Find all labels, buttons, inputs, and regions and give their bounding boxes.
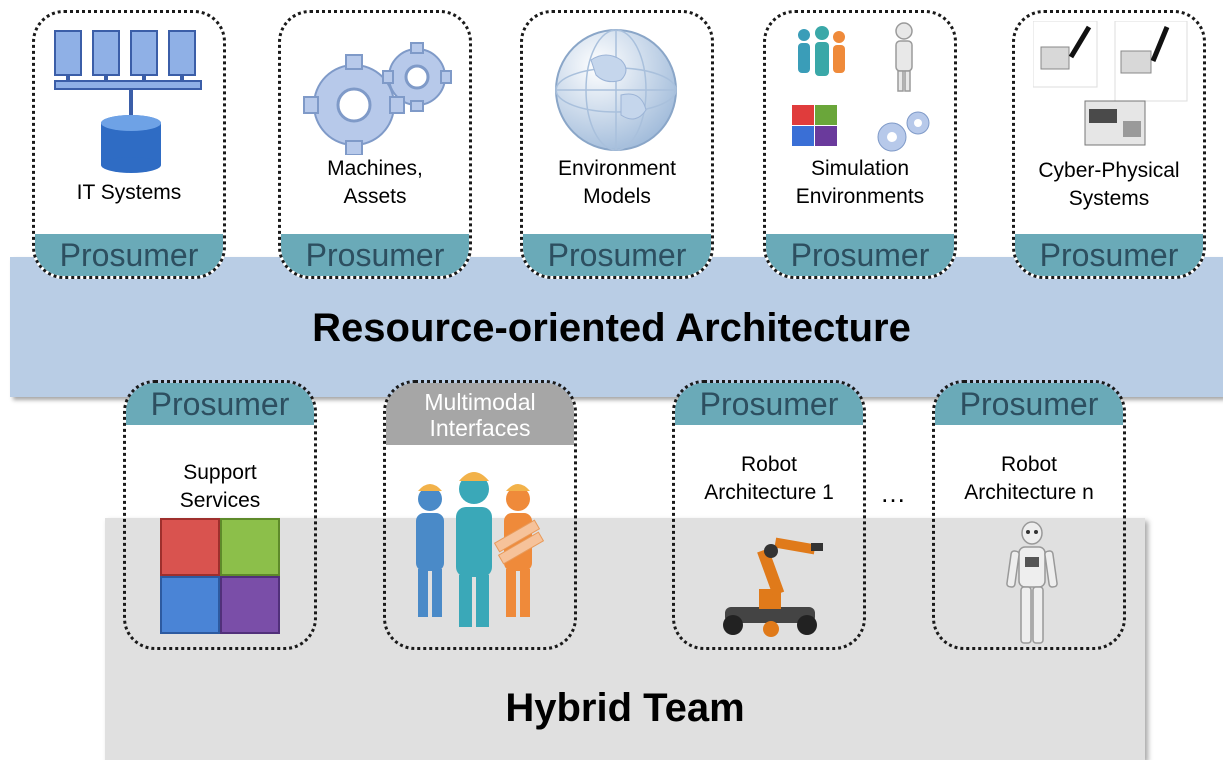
card-robot-architecture-1: Prosumer Robot Architecture 1 [672, 380, 866, 650]
card-label: Machines, Assets [327, 157, 423, 208]
prosumer-badge: Prosumer [523, 234, 711, 276]
gears-icon [303, 42, 452, 155]
resource-architecture-title: Resource-oriented Architecture [312, 306, 911, 350]
globe-icon [555, 29, 677, 151]
card-it-systems: IT Systems Prosumer [32, 10, 226, 279]
resource-architecture-band [10, 257, 1223, 397]
card-multimodal-interfaces: Multimodal Interfaces [383, 380, 577, 650]
multimodal-interfaces-badge: Multimodal Interfaces [386, 383, 574, 445]
prosumer-badge: Prosumer [35, 234, 223, 276]
server-database-icon [54, 30, 202, 173]
prosumer-badge: Prosumer [935, 383, 1123, 425]
prosumer-badge: Prosumer [766, 234, 954, 276]
card-label: Simulation Environments [795, 157, 925, 208]
ellipsis: … [880, 478, 908, 508]
card-cyber-physical-systems: Cyber-Physical Systems Prosumer [1012, 10, 1206, 279]
card-label: Support Services [179, 461, 261, 512]
card-robot-architecture-n: Prosumer Robot Architecture n [932, 380, 1126, 650]
workers-icon [416, 472, 545, 627]
card-label: Robot Architecture 1 [704, 453, 834, 504]
prosumer-badge: Prosumer [126, 383, 314, 425]
robot-arm-icon [723, 537, 823, 637]
humanoid-robot-icon [1006, 521, 1058, 644]
card-label: IT Systems [76, 181, 182, 204]
card-support-services: Prosumer Support Services [123, 380, 317, 650]
card-label: Cyber-Physical Systems [1038, 159, 1180, 210]
card-machines-assets: Machines, Assets Prosumer [278, 10, 472, 279]
tiles-icon [160, 518, 280, 634]
card-simulation-environments: Simulation Environments Prosumer [763, 10, 957, 279]
card-label: Robot Architecture n [964, 453, 1094, 504]
prosumer-badge: Prosumer [281, 234, 469, 276]
iot-device-icon [1033, 21, 1188, 146]
prosumer-badge: Prosumer [675, 383, 863, 425]
card-label: Environment Models [558, 157, 676, 208]
simulation-icon [792, 22, 930, 152]
hybrid-team-title: Hybrid Team [505, 686, 745, 730]
prosumer-badge: Prosumer [1015, 234, 1203, 276]
card-environment-models: Environment Models Prosumer [520, 10, 714, 279]
